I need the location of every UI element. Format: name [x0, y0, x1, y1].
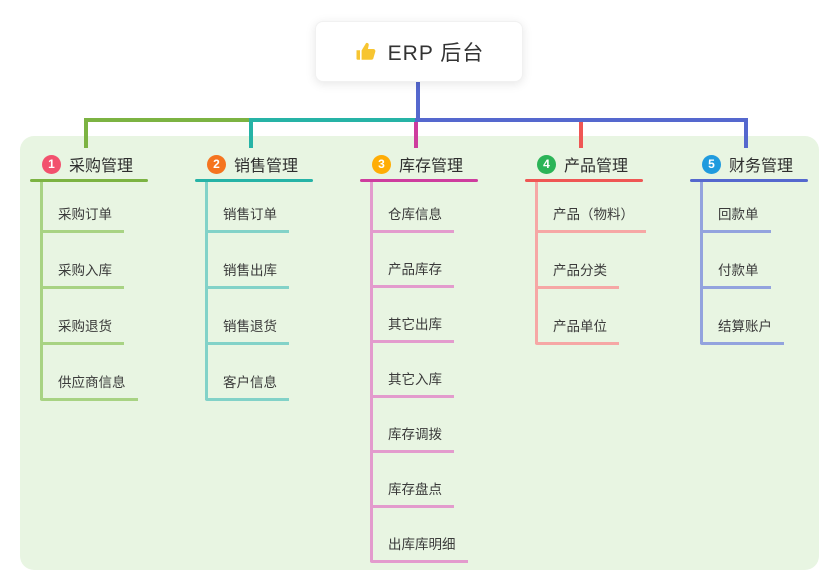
branch-number-badge: 1: [42, 154, 61, 174]
branch-children-spine: [40, 182, 43, 400]
child-node[interactable]: 供应商信息: [40, 374, 138, 401]
branch-number-badge: 3: [372, 154, 391, 174]
thumbs-up-icon: [356, 42, 376, 60]
branch-title-label: 产品管理: [564, 158, 629, 175]
child-node[interactable]: 销售退货: [205, 318, 289, 345]
child-node[interactable]: 库存调拨: [370, 426, 454, 453]
root-connector-drop: [416, 80, 420, 122]
branch-number-badge: 2: [207, 154, 226, 174]
child-node-label: 回款单: [718, 207, 759, 222]
child-node-label: 产品分类: [553, 263, 607, 278]
branch-title-node-1[interactable]: 1 采购管理: [42, 152, 133, 176]
child-node[interactable]: 回款单: [700, 206, 771, 233]
branch-title-node-4[interactable]: 4 产品管理: [537, 152, 628, 176]
branch-title-label: 采购管理: [69, 158, 134, 175]
branch-title-node-5[interactable]: 5 财务管理: [702, 152, 793, 176]
branch-children-spine: [205, 182, 208, 400]
branch-number-badge: 4: [537, 154, 556, 174]
child-node-label: 产品单位: [553, 319, 607, 334]
branch-title-underline: [30, 179, 148, 182]
branch-title-node-3[interactable]: 3 库存管理: [372, 152, 463, 176]
child-node-label: 采购退货: [58, 319, 112, 334]
branch-children-spine: [535, 182, 538, 344]
child-node[interactable]: 采购入库: [40, 262, 124, 289]
child-node[interactable]: 仓库信息: [370, 206, 454, 233]
child-node-label: 出库库明细: [388, 537, 456, 552]
child-node[interactable]: 付款单: [700, 262, 771, 289]
branch-title-underline: [690, 179, 808, 182]
child-node[interactable]: 结算账户: [700, 318, 784, 345]
branch-title-label: 销售管理: [234, 158, 299, 175]
branch-title-node-2[interactable]: 2 销售管理: [207, 152, 298, 176]
child-node-label: 销售订单: [223, 207, 277, 222]
child-node[interactable]: 产品单位: [535, 318, 619, 345]
branch-connector-drop: [249, 122, 253, 148]
branch-title-underline: [360, 179, 478, 182]
child-node[interactable]: 销售出库: [205, 262, 289, 289]
branch-connector-drop: [414, 122, 418, 148]
child-node[interactable]: 其它出库: [370, 316, 454, 343]
child-node-label: 产品（物料）: [553, 207, 634, 222]
branch-title-label: 财务管理: [729, 158, 794, 175]
connector-bus-segment: [84, 118, 251, 122]
child-node-label: 其它出库: [388, 317, 442, 332]
child-node-label: 销售退货: [223, 319, 277, 334]
child-node-label: 供应商信息: [58, 375, 126, 390]
branch-title-underline: [525, 179, 643, 182]
child-node[interactable]: 产品分类: [535, 262, 619, 289]
child-node[interactable]: 销售订单: [205, 206, 289, 233]
child-node[interactable]: 出库库明细: [370, 536, 468, 563]
child-node[interactable]: 采购退货: [40, 318, 124, 345]
child-node-label: 库存调拨: [388, 427, 442, 442]
child-node-label: 销售出库: [223, 263, 277, 278]
branch-group-panel: [20, 136, 819, 570]
child-node-label: 采购订单: [58, 207, 112, 222]
child-node-label: 其它入库: [388, 372, 442, 387]
branch-children-spine: [700, 182, 703, 344]
child-node-label: 库存盘点: [388, 482, 442, 497]
child-node[interactable]: 采购订单: [40, 206, 124, 233]
child-node-label: 付款单: [718, 263, 759, 278]
branch-title-label: 库存管理: [399, 158, 464, 175]
branch-connector-drop: [744, 122, 748, 148]
root-node[interactable]: ERP 后台: [315, 21, 523, 82]
child-node[interactable]: 库存盘点: [370, 481, 454, 508]
branch-connector-drop: [579, 122, 583, 148]
child-node-label: 采购入库: [58, 263, 112, 278]
child-node-label: 客户信息: [223, 375, 277, 390]
child-node[interactable]: 产品库存: [370, 261, 454, 288]
child-node-label: 产品库存: [388, 262, 442, 277]
child-node[interactable]: 产品（物料）: [535, 206, 646, 233]
root-node-label: ERP 后台: [387, 41, 485, 65]
branch-number-badge: 5: [702, 154, 721, 174]
child-node-label: 结算账户: [718, 319, 772, 334]
branch-title-underline: [195, 179, 313, 182]
connector-bus-segment: [249, 118, 416, 122]
child-node[interactable]: 其它入库: [370, 371, 454, 398]
child-node[interactable]: 客户信息: [205, 374, 289, 401]
branch-connector-drop: [84, 122, 88, 148]
connector-bus-segment: [415, 118, 748, 122]
branch-children-spine: [370, 182, 373, 562]
child-node-label: 仓库信息: [388, 207, 442, 222]
